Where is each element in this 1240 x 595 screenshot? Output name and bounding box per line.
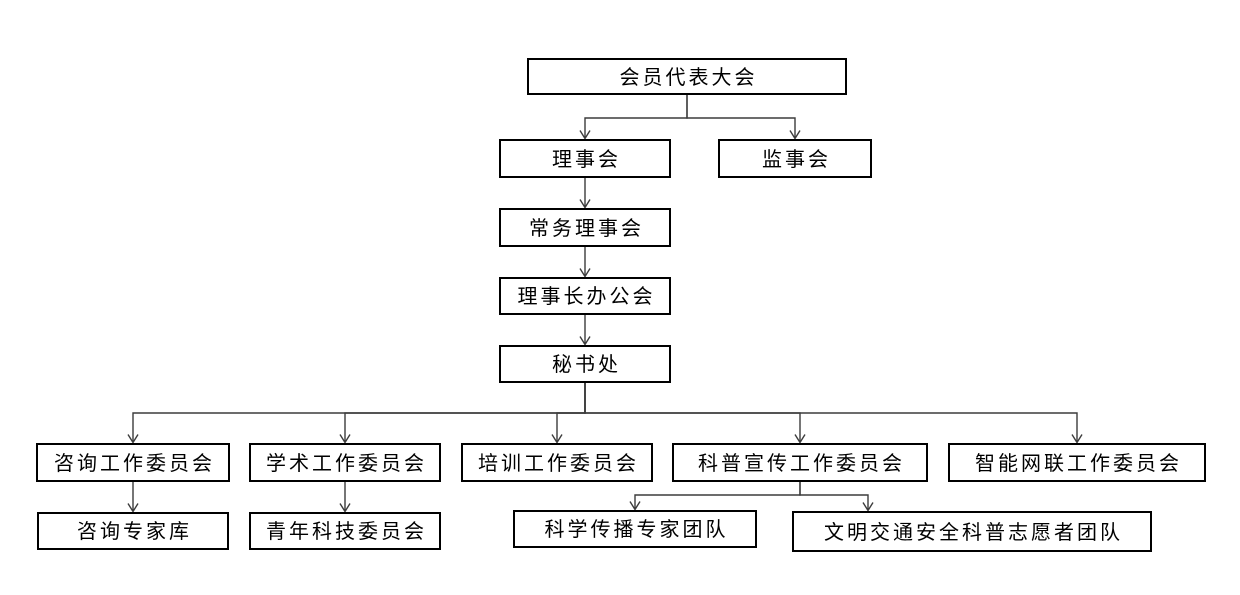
node-label: 理事会 (552, 146, 621, 171)
node-member-congress: 会员代表大会 (527, 58, 847, 95)
connector-science-outreach-committee-to-traffic-safety-volunteer-team (799, 482, 868, 510)
node-consulting-expert-pool: 咨询专家库 (37, 512, 229, 550)
node-label: 科学传播专家团队 (544, 517, 729, 541)
node-youth-tech-committee: 青年科技委员会 (249, 512, 441, 550)
connector-secretariat-to-academic-committee (345, 383, 586, 442)
node-standing-council: 常务理事会 (499, 208, 671, 247)
node-label: 科普宣传工作委员会 (698, 450, 905, 475)
node-label: 监事会 (762, 146, 831, 171)
node-training-committee: 培训工作委员会 (461, 443, 653, 482)
node-secretariat: 秘书处 (499, 345, 671, 383)
node-council: 理事会 (499, 139, 671, 178)
node-label: 理事长办公会 (517, 284, 656, 308)
node-label: 学术工作委员会 (266, 450, 427, 475)
connector-science-outreach-committee-to-science-communication-team (635, 482, 801, 509)
node-chairman-office: 理事长办公会 (499, 277, 671, 315)
node-label: 培训工作委员会 (478, 450, 639, 475)
connector-member-congress-to-supervisory-board (686, 95, 795, 138)
node-intelligent-connected-committee: 智能网联工作委员会 (948, 443, 1206, 482)
node-science-outreach-committee: 科普宣传工作委员会 (672, 443, 928, 482)
node-label: 常务理事会 (529, 215, 644, 240)
connector-secretariat-to-training-committee (557, 383, 586, 442)
node-science-communication-team: 科学传播专家团队 (513, 510, 757, 548)
connector-member-congress-to-council (585, 95, 688, 138)
node-traffic-safety-volunteer-team: 文明交通安全科普志愿者团队 (792, 511, 1152, 552)
node-label: 会员代表大会 (619, 64, 758, 89)
node-consulting-committee: 咨询工作委员会 (36, 443, 230, 482)
node-supervisory-board: 监事会 (718, 139, 872, 178)
node-label: 咨询专家库 (77, 519, 192, 543)
node-label: 青年科技委员会 (266, 519, 427, 543)
node-label: 秘书处 (552, 352, 621, 376)
connector-secretariat-to-intelligent-connected-committee (584, 383, 1077, 442)
node-label: 文明交通安全科普志愿者团队 (824, 519, 1123, 544)
node-label: 咨询工作委员会 (54, 450, 215, 475)
node-academic-committee: 学术工作委员会 (249, 443, 441, 482)
node-label: 智能网联工作委员会 (975, 450, 1182, 475)
